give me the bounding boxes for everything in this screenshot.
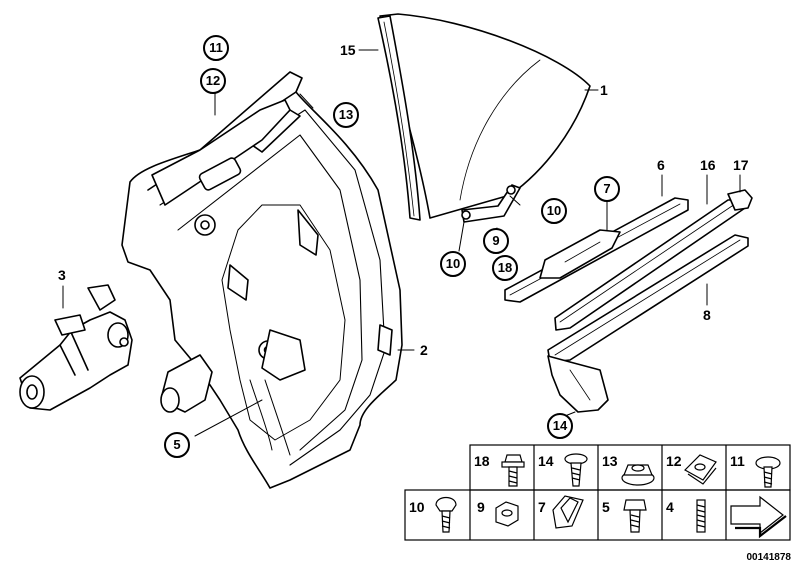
- callout-10-right: 10: [541, 198, 567, 224]
- end-cap: [727, 189, 753, 211]
- callout-6: 6: [657, 157, 665, 173]
- callout-14: 14: [547, 413, 573, 439]
- legend-num-5: 5: [602, 499, 610, 515]
- callout-15: 15: [340, 42, 356, 58]
- grub-screw-icon: [696, 499, 706, 533]
- callout-16: 16: [700, 157, 716, 173]
- callout-8: 8: [703, 307, 711, 323]
- hex-bolt-icon: [623, 499, 647, 533]
- washer-screw-icon: [755, 456, 781, 488]
- legend-num-13: 13: [602, 453, 618, 469]
- drive-motor: [19, 284, 133, 411]
- legend-num-14: 14: [538, 453, 554, 469]
- leader-lines: [62, 49, 741, 437]
- legend-num-10: 10: [409, 499, 425, 515]
- callout-12: 12: [200, 68, 226, 94]
- diagram-reference-number: 00141878: [746, 552, 792, 563]
- legend-num-11: 11: [730, 453, 745, 469]
- legend-num-4: 4: [666, 499, 674, 515]
- clip-nut-icon: [684, 454, 717, 485]
- seal-bracket: [539, 229, 621, 279]
- glass-bracket: [461, 184, 521, 223]
- callout-10-left: 10: [440, 251, 466, 277]
- regulator-carrier: [121, 71, 403, 489]
- expanding-rivet-icon: [564, 453, 588, 487]
- legend-table: [404, 444, 791, 541]
- callout-5: 5: [164, 432, 190, 458]
- legend-num-9: 9: [477, 499, 485, 515]
- collar-nut-icon: [621, 464, 655, 486]
- callout-17: 17: [733, 157, 749, 173]
- trim-cover: [547, 355, 609, 413]
- arrow-icon: [730, 495, 787, 539]
- legend-num-18: 18: [474, 453, 490, 469]
- callout-2: 2: [420, 342, 428, 358]
- carrier-motor: [160, 354, 213, 413]
- oval-head-screw-icon: [435, 496, 457, 533]
- callout-7: 7: [594, 176, 620, 202]
- clip-icon: [552, 495, 584, 529]
- legend-num-7: 7: [538, 499, 546, 515]
- callout-13: 13: [333, 102, 359, 128]
- guide-rail: [377, 15, 421, 221]
- hex-nut-icon: [495, 501, 519, 527]
- callout-11: 11: [203, 35, 229, 61]
- stud-bolt-icon: [501, 454, 525, 487]
- callout-3: 3: [58, 267, 66, 283]
- callout-18: 18: [492, 255, 518, 281]
- callout-9: 9: [483, 228, 509, 254]
- callout-1: 1: [600, 82, 608, 98]
- legend-num-12: 12: [666, 453, 682, 469]
